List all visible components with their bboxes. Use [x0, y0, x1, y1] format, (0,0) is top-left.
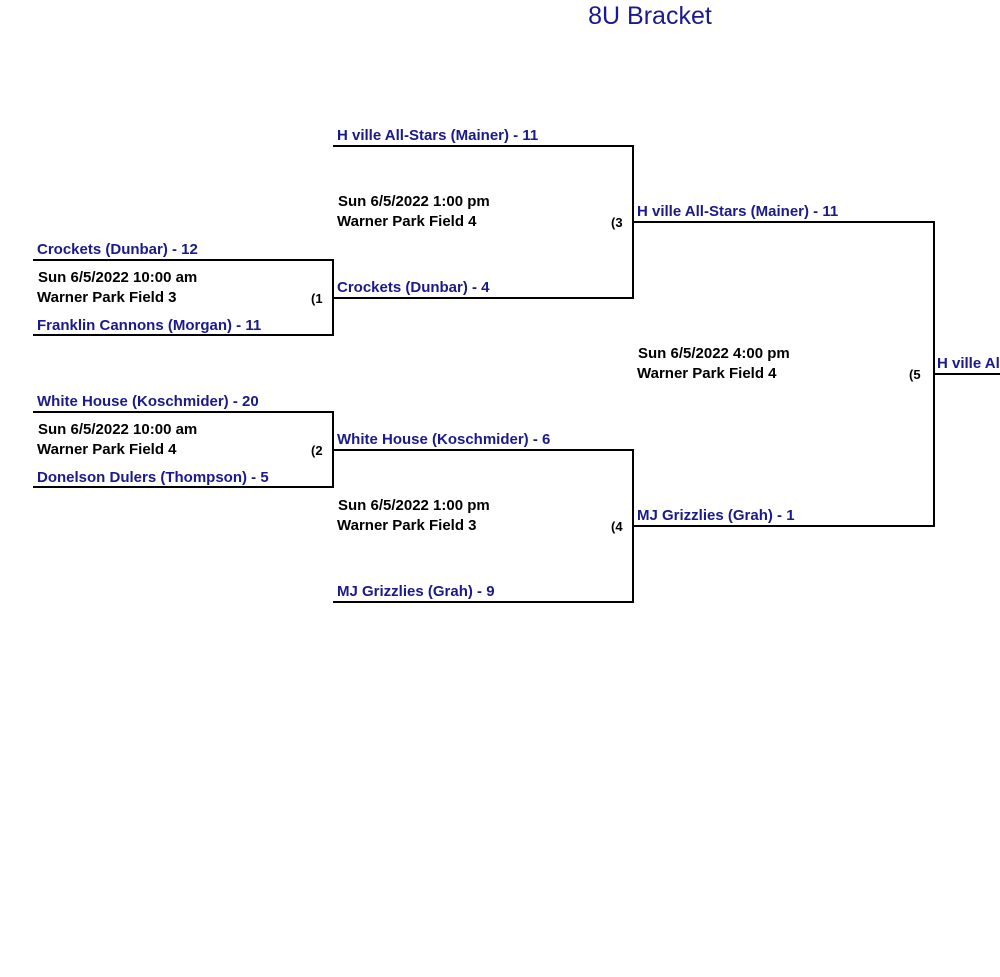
game-3-top-line — [333, 145, 633, 147]
game-5-bottom-line — [633, 525, 934, 527]
game-2-bottom-team: Donelson Dulers (Thompson) - 5 — [37, 469, 269, 486]
game-3-datetime: Sun 6/5/2022 1:00 pm — [338, 193, 490, 210]
game-4-top-team: White House (Koschmider) - 6 — [337, 431, 551, 448]
game-1-location: Warner Park Field 3 — [37, 289, 177, 306]
game-3-bottom-team: Crockets (Dunbar) - 4 — [337, 279, 490, 296]
game-3-bottom-line — [333, 297, 633, 299]
game-3-number: (3 — [611, 215, 623, 230]
game-1-top-line — [33, 259, 333, 261]
game-4-number: (4 — [611, 519, 623, 534]
game-3-location: Warner Park Field 4 — [337, 213, 477, 230]
game-5-top-line — [633, 221, 934, 223]
game-1-datetime: Sun 6/5/2022 10:00 am — [38, 269, 198, 286]
game-5-datetime: Sun 6/5/2022 4:00 pm — [638, 345, 790, 362]
champion-line — [933, 373, 1000, 375]
game-1-top-team: Crockets (Dunbar) - 12 — [37, 241, 198, 258]
game-5-top-team: H ville All-Stars (Mainer) - 11 — [637, 203, 839, 220]
game-4-bottom-line — [333, 601, 633, 603]
game-2-bottom-line — [33, 486, 333, 488]
game-2-location: Warner Park Field 4 — [37, 441, 177, 458]
game-2-top-line — [33, 411, 333, 413]
game-4-bottom-team: MJ Grizzlies (Grah) - 9 — [337, 583, 495, 600]
game-5-location: Warner Park Field 4 — [637, 365, 777, 382]
game-1-number: (1 — [311, 291, 323, 306]
game-2-top-team: White House (Koschmider) - 20 — [37, 393, 259, 410]
game-2-number: (2 — [311, 443, 323, 458]
game-4-datetime: Sun 6/5/2022 1:00 pm — [338, 497, 490, 514]
game-1-bottom-line — [33, 334, 333, 336]
game-2-datetime: Sun 6/5/2022 10:00 am — [38, 421, 198, 438]
game-4-top-line — [333, 449, 633, 451]
game-3-top-team: H ville All-Stars (Mainer) - 11 — [337, 127, 539, 144]
game-5-bottom-team: MJ Grizzlies (Grah) - 1 — [637, 507, 795, 524]
bracket-title: 8U Bracket — [588, 2, 712, 30]
game-1-bottom-team: Franklin Cannons (Morgan) - 11 — [37, 317, 262, 334]
game-5-number: (5 — [909, 367, 921, 382]
champion-team: H ville All-Stars (Mainer) — [937, 355, 1000, 372]
champion-slot: H ville All-Stars (Mainer) — [933, 340, 1000, 380]
game-4-location: Warner Park Field 3 — [337, 517, 477, 534]
